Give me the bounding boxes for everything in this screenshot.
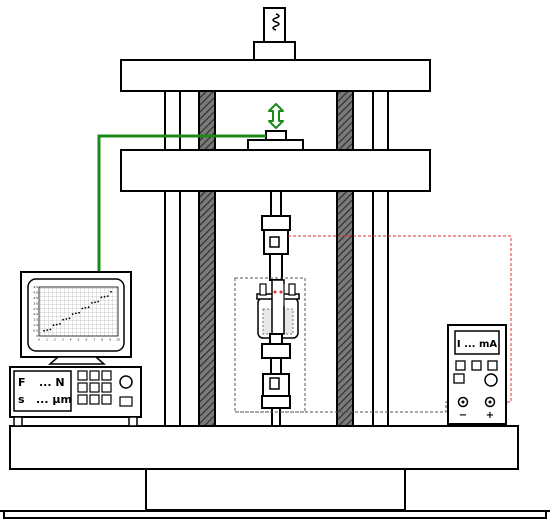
plot-point [49,328,52,331]
plot-y-tick: 1.5 [33,318,38,322]
plot-point [43,329,45,332]
electrochemical-cell [234,277,306,413]
plot-point [71,313,74,315]
plot-point [84,307,87,309]
plot-x-tick: 8 [101,338,103,342]
plot-y-tick: 4.5 [33,285,38,289]
plot-y-tick: 0.5 [33,329,38,333]
plot-x-tick: 6 [85,338,87,342]
contrast-knob [484,373,498,387]
plot-y-tick: 1.0 [33,323,38,327]
force-symbol: F [18,376,26,389]
plot-x-tick: 7 [93,338,95,342]
plot-x-tick: 4 [70,338,72,342]
spring-coil-icon [272,13,280,31]
plot-x-tick: 5 [78,338,80,342]
plot-x-tick: 3 [62,338,64,342]
plot-point [81,307,84,310]
plot-point [97,300,100,303]
displacement-value: ... µm [36,393,72,406]
plot-x-tick: 10 [116,338,120,342]
plot-point [78,311,80,314]
positive-terminal-label: + [486,410,494,421]
plot-point [59,323,61,325]
upper-grip [261,190,291,281]
plot-x-tick: 1 [46,338,48,342]
force-value: ... N [39,376,65,389]
ammeter-device: I ... mA − + [447,324,507,425]
double-headed-vertical-arrow-icon [268,103,284,129]
plot-y-tick: 4.0 [33,290,38,294]
plot-x-tick: 0 [38,338,40,342]
negative-terminal-label: − [459,410,467,421]
monitor-plot [43,290,112,332]
plot-point [87,306,90,309]
top-crossbeam [120,59,431,92]
displacement-symbol: s [18,393,25,406]
plot-point [94,301,96,304]
plot-point [106,295,109,297]
plot-y-tick: 0 [36,334,38,338]
plot-y-tick: 2.0 [33,312,38,316]
monitor-y-ticks: 00.5 1.01.5 2.02.5 3.03.5 4.04.5 [33,285,38,338]
plot-point [100,296,103,299]
plot-y-tick: 3.0 [33,301,38,305]
monitor-x-ticks: 0 1 2 3 4 5 6 7 8 9 10 [38,338,120,342]
data-cable [97,134,266,271]
plot-point [68,317,71,320]
plot-point [75,312,77,315]
machine-base [0,425,550,519]
plot-point [65,318,68,320]
lower-grip [261,333,291,427]
plot-point [46,329,49,331]
plot-y-tick: 3.5 [33,296,38,300]
plot-point [62,318,64,321]
control-unit: F ... N s ... µm [9,366,142,427]
current-readout: I ... mA [457,339,498,350]
plot-point [103,295,106,298]
control-knob [119,375,133,389]
plot-y-tick: 2.5 [33,307,38,311]
plot-point [110,290,112,293]
plot-point [91,302,93,304]
plot-point [52,324,55,327]
plot-x-tick: 2 [54,338,56,342]
load-cell [253,7,296,61]
plot-x-tick: 9 [109,338,111,342]
plot-point [55,323,58,326]
